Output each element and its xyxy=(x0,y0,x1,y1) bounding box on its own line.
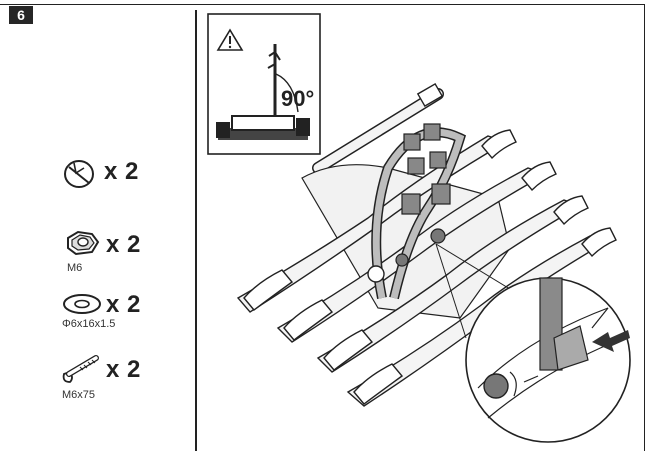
inset-panel: 90° xyxy=(207,13,321,155)
direction-arrow-icon xyxy=(592,330,630,352)
detail-callout xyxy=(435,243,631,443)
washer-icon xyxy=(63,294,101,314)
column-divider xyxy=(195,10,197,451)
bolt-icon xyxy=(62,355,99,383)
angle-label: 90° xyxy=(281,86,314,111)
warning-triangle-icon xyxy=(216,28,244,51)
rubber-cap-icon xyxy=(64,160,94,188)
part-size-nut: M6 xyxy=(67,262,83,274)
part-size-bolt: M6x75 xyxy=(62,389,96,401)
step-number-badge: 6 xyxy=(9,6,33,24)
frame-top-rule xyxy=(0,4,645,5)
part-quantity-bolt: x 2 xyxy=(106,356,141,383)
wheel-cradles xyxy=(243,129,617,405)
part-size-washer: Φ6x16x1.5 xyxy=(62,318,116,330)
bike-carrier-illustration: 90° xyxy=(207,13,631,443)
frame-right-rule xyxy=(644,4,645,451)
hex-nut-icon xyxy=(67,230,100,256)
arm-clamps xyxy=(401,123,451,215)
part-quantity-washer: x 2 xyxy=(106,291,141,318)
part-quantity-nut: x 2 xyxy=(106,231,141,258)
part-quantity-cap: x 2 xyxy=(104,158,139,185)
